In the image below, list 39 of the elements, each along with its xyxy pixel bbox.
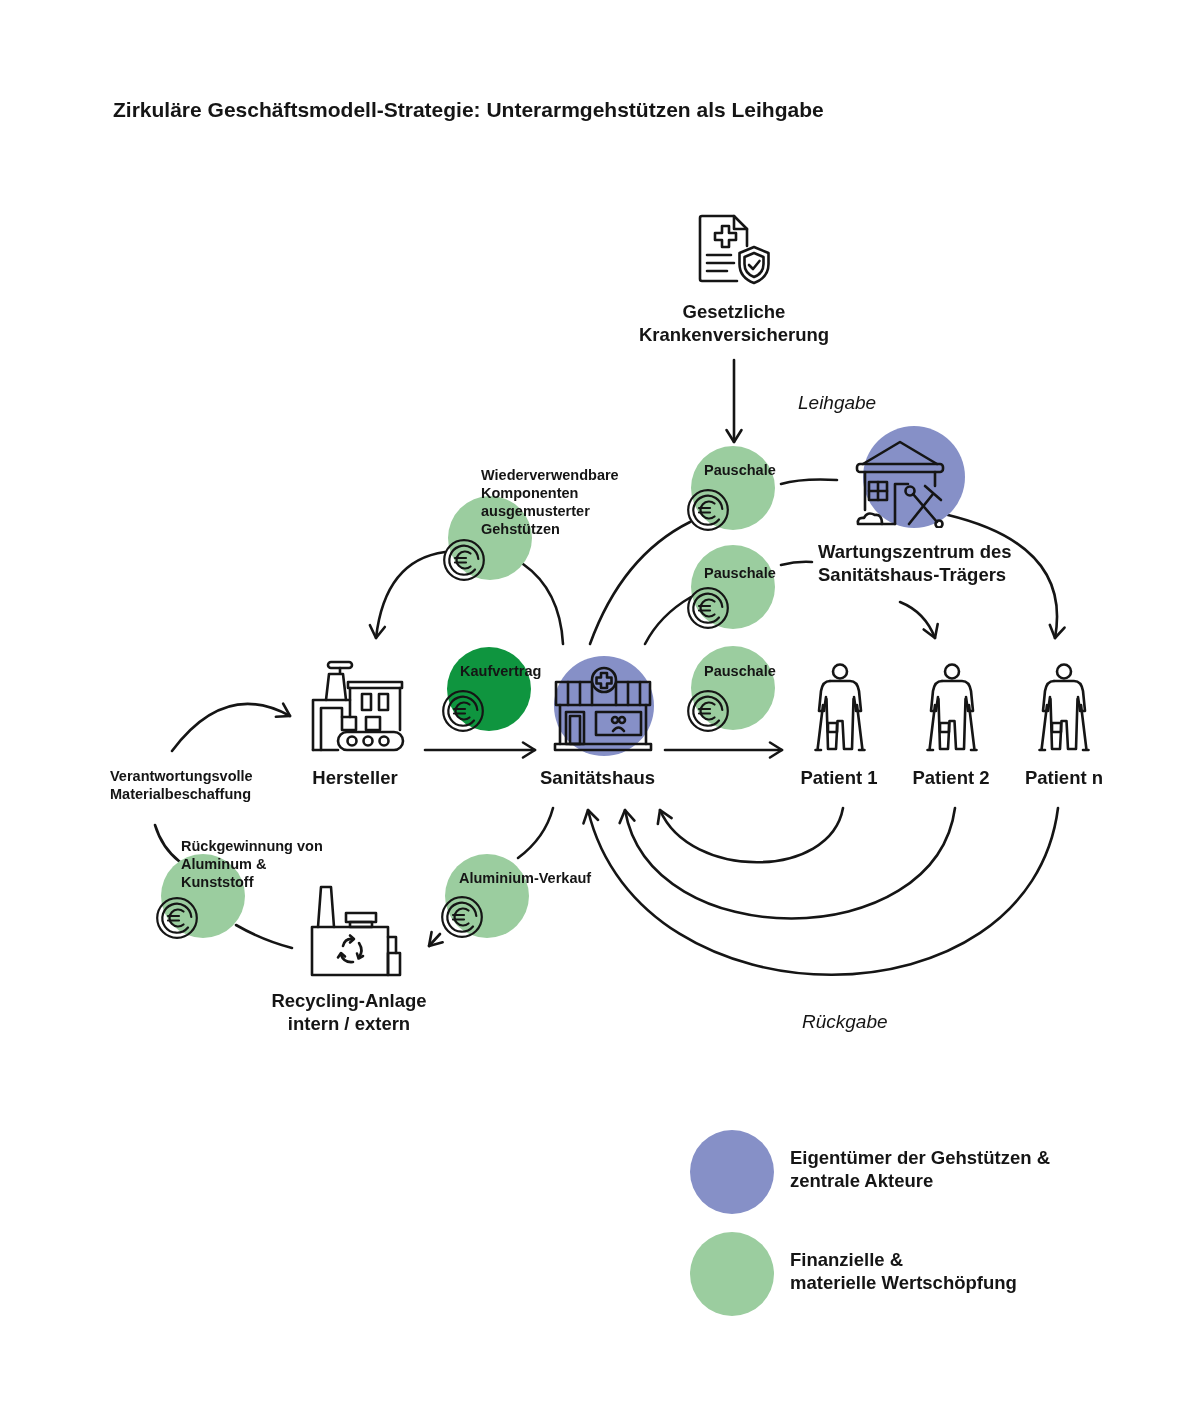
- actor-label: Patient 2: [911, 766, 991, 789]
- step-label: Verantwortungsvolle Materialbeschaffung: [110, 767, 266, 805]
- arrow: [946, 513, 1066, 640]
- value-label: Rückgewinnung von Aluminum & Kunststoff: [181, 837, 324, 891]
- value-label: Aluminium-Verkauf: [459, 869, 593, 887]
- connector-line: [643, 595, 693, 646]
- actor-label: Hersteller: [311, 766, 399, 789]
- value-label: Pauschale: [704, 662, 777, 680]
- connector-line: [234, 923, 294, 950]
- arrow: [427, 930, 444, 948]
- arrow: [170, 702, 292, 753]
- actor-label: Recycling-Anlage intern / extern: [270, 989, 428, 1035]
- arrow: [658, 806, 845, 864]
- actor-label: Gesetzliche Krankenversicherung: [637, 300, 831, 346]
- arrow: [620, 806, 957, 920]
- arrow: [898, 600, 939, 640]
- connector-line: [516, 806, 555, 860]
- arrow: [423, 741, 537, 759]
- diagram-title: Zirkuläre Geschäftsmodell-Strategie: Unterarmgehstützen als Leihgabe: [113, 97, 824, 123]
- value-label: Pauschale: [704, 564, 777, 582]
- actor-label: Patient 1: [799, 766, 879, 789]
- connector-line: [779, 478, 839, 486]
- arrow: [584, 806, 1060, 977]
- connector-line: [779, 560, 814, 567]
- value-label: Pauschale: [704, 461, 777, 479]
- actor-label: Wartungszentrum des Sanitätshaus-Trägers: [817, 540, 1013, 586]
- connector-line: [153, 823, 182, 864]
- arrow: [725, 358, 743, 444]
- arrow: [369, 550, 447, 640]
- arrow: [663, 741, 784, 759]
- connector-line: [521, 562, 565, 646]
- flow-label: Leihgabe: [798, 391, 877, 414]
- value-label: Wiederverwendbare Komponenten ausgemusterter Gehstützen: [481, 466, 620, 538]
- connector-line: [588, 520, 692, 646]
- legend-label: Finanzielle & materielle Wertschöpfung: [790, 1248, 1018, 1294]
- flow-label: Rückgabe: [802, 1010, 888, 1033]
- legend-label: Eigentümer der Gehstützen & zentrale Akteure: [790, 1146, 1052, 1192]
- actor-label: Patient n: [1023, 766, 1105, 789]
- actor-label: Sanitätshaus: [538, 766, 657, 789]
